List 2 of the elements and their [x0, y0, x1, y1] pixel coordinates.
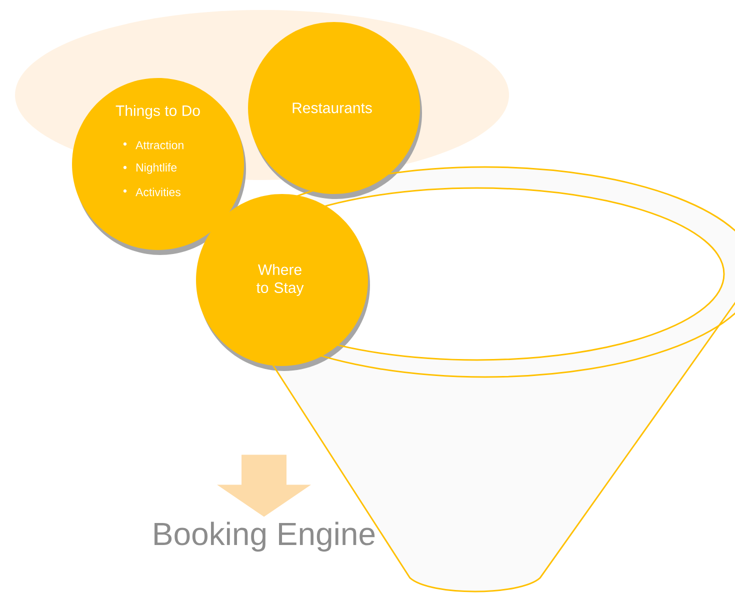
- block-arrow: [217, 454, 311, 517]
- heading-text: Booking Engine: [154, 522, 375, 552]
